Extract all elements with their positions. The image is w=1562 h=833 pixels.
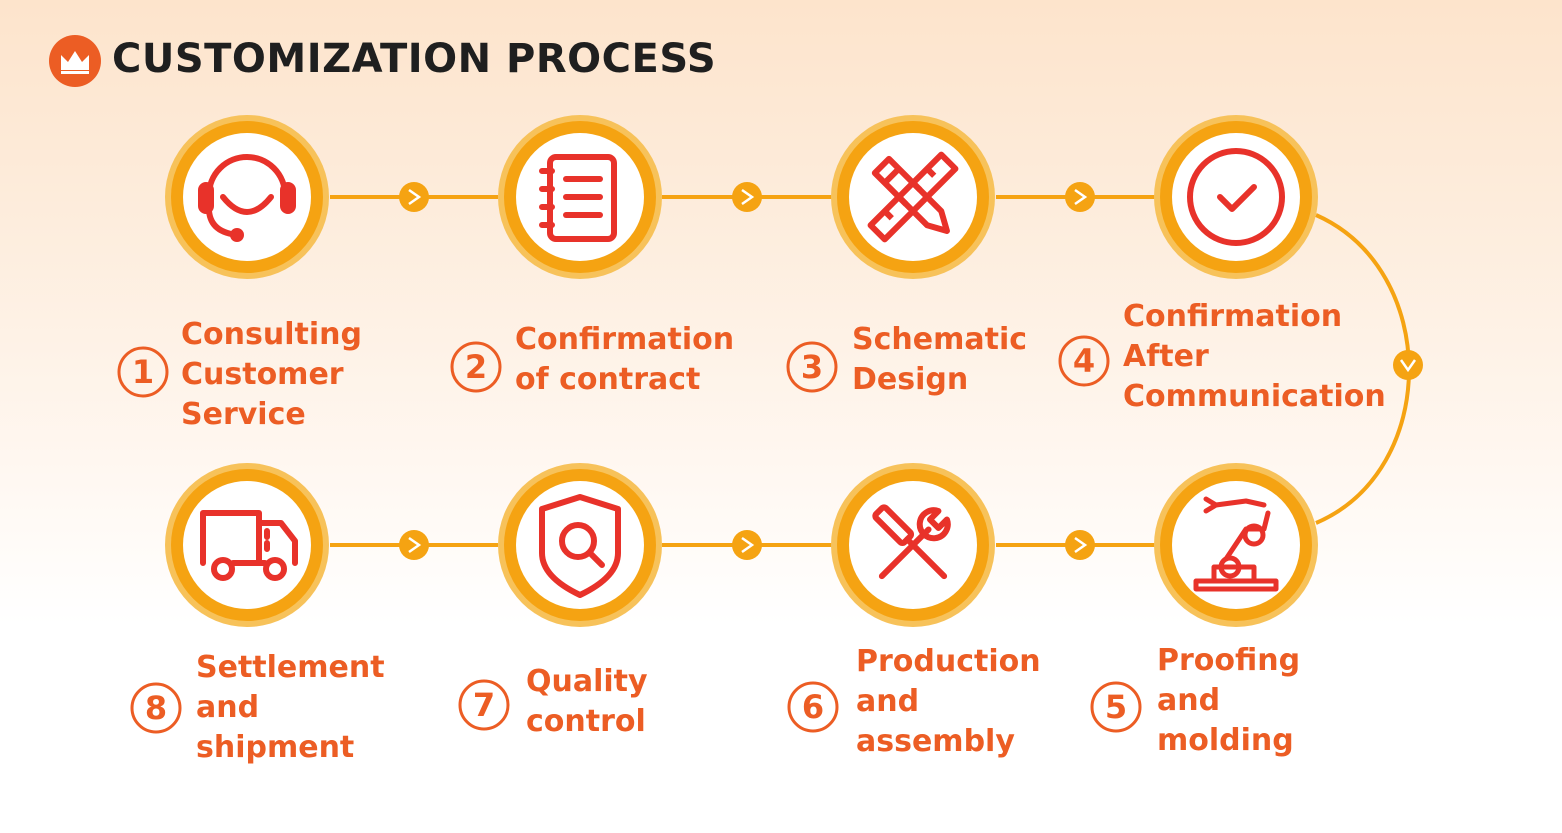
arrow-badge-7-8	[399, 530, 429, 560]
step-label-line: and	[856, 684, 920, 719]
crown-icon	[49, 35, 101, 87]
step-number-text: 2	[465, 348, 487, 386]
step-number-text: 4	[1073, 342, 1095, 380]
step-label-line: control	[526, 704, 646, 739]
robot-arm-icon	[1193, 496, 1279, 592]
step-number-2: 2	[450, 341, 502, 393]
step-label-line: Design	[852, 362, 969, 397]
step-number-8: 8	[130, 682, 182, 734]
step-label-line: Communication	[1123, 379, 1386, 414]
step-number-7: 7	[458, 679, 510, 731]
step-label-line: Settlement	[196, 650, 385, 685]
step-label-line: assembly	[856, 724, 1015, 759]
arrow-badge-2-3	[732, 182, 762, 212]
step-label-line: Confirmation	[515, 322, 735, 357]
step-number-6: 6	[787, 681, 839, 733]
step-label-line: Consulting	[181, 317, 362, 352]
arrow-badge-6-7	[732, 530, 762, 560]
step-number-text: 7	[473, 686, 495, 724]
arrow-badge-5-6	[1065, 530, 1095, 560]
step-label-line: Service	[181, 397, 306, 432]
step-label-line: After	[1123, 339, 1209, 374]
shield-search-icon	[539, 494, 621, 598]
step-number-text: 3	[801, 348, 823, 386]
step-label-7: Quality control	[526, 662, 648, 742]
step-label-line: Confirmation	[1123, 299, 1343, 334]
step-number-5: 5	[1090, 681, 1142, 733]
step-label-line: shipment	[196, 730, 355, 765]
arrow-badge-3-4	[1065, 182, 1095, 212]
step-node-4	[1154, 115, 1318, 279]
step-label-line: Customer	[181, 357, 344, 392]
arrow-badge-1-2	[399, 182, 429, 212]
step-label-2: Confirmation of contract	[515, 320, 734, 400]
step-label-line: Schematic	[852, 322, 1028, 357]
step-label-line: molding	[1157, 723, 1294, 758]
step-label-5: Proofing and molding	[1157, 641, 1300, 761]
step-numbers: 1 2 3 4 5 6 7 8	[117, 335, 1142, 734]
step-label-8: Settlement and shipment	[196, 648, 385, 768]
step-number-3: 3	[786, 341, 838, 393]
step-label-6: Production and assembly	[856, 642, 1041, 762]
step-node-6	[831, 463, 995, 627]
step-number-1: 1	[117, 346, 169, 398]
headset-icon	[198, 154, 296, 242]
step-node-7	[498, 463, 662, 627]
step-node-3	[831, 115, 995, 279]
wrench-screwdriver-icon	[872, 504, 951, 580]
step-number-4: 4	[1058, 335, 1110, 387]
step-node-8	[165, 463, 329, 627]
step-label-line: of contract	[515, 362, 701, 397]
notebook-icon	[539, 154, 617, 242]
step-label-line: Quality	[526, 664, 648, 699]
step-number-text: 8	[145, 689, 167, 727]
truck-icon	[200, 510, 298, 581]
step-number-text: 1	[132, 353, 154, 391]
step-node-5	[1154, 463, 1318, 627]
step-label-line: Production	[856, 644, 1041, 679]
arrow-badge-4-5	[1393, 350, 1423, 380]
page-title: CUSTOMIZATION PROCESS	[112, 36, 717, 82]
step-number-text: 6	[802, 688, 824, 726]
step-number-text: 5	[1105, 688, 1127, 726]
ruler-pencil-icon	[867, 151, 959, 243]
step-node-1	[165, 115, 329, 279]
step-label-line: and	[196, 690, 260, 725]
step-label-line: Proofing	[1157, 643, 1301, 678]
step-label-line: and	[1157, 683, 1221, 718]
check-circle-icon	[1187, 148, 1285, 246]
step-node-2	[498, 115, 662, 279]
